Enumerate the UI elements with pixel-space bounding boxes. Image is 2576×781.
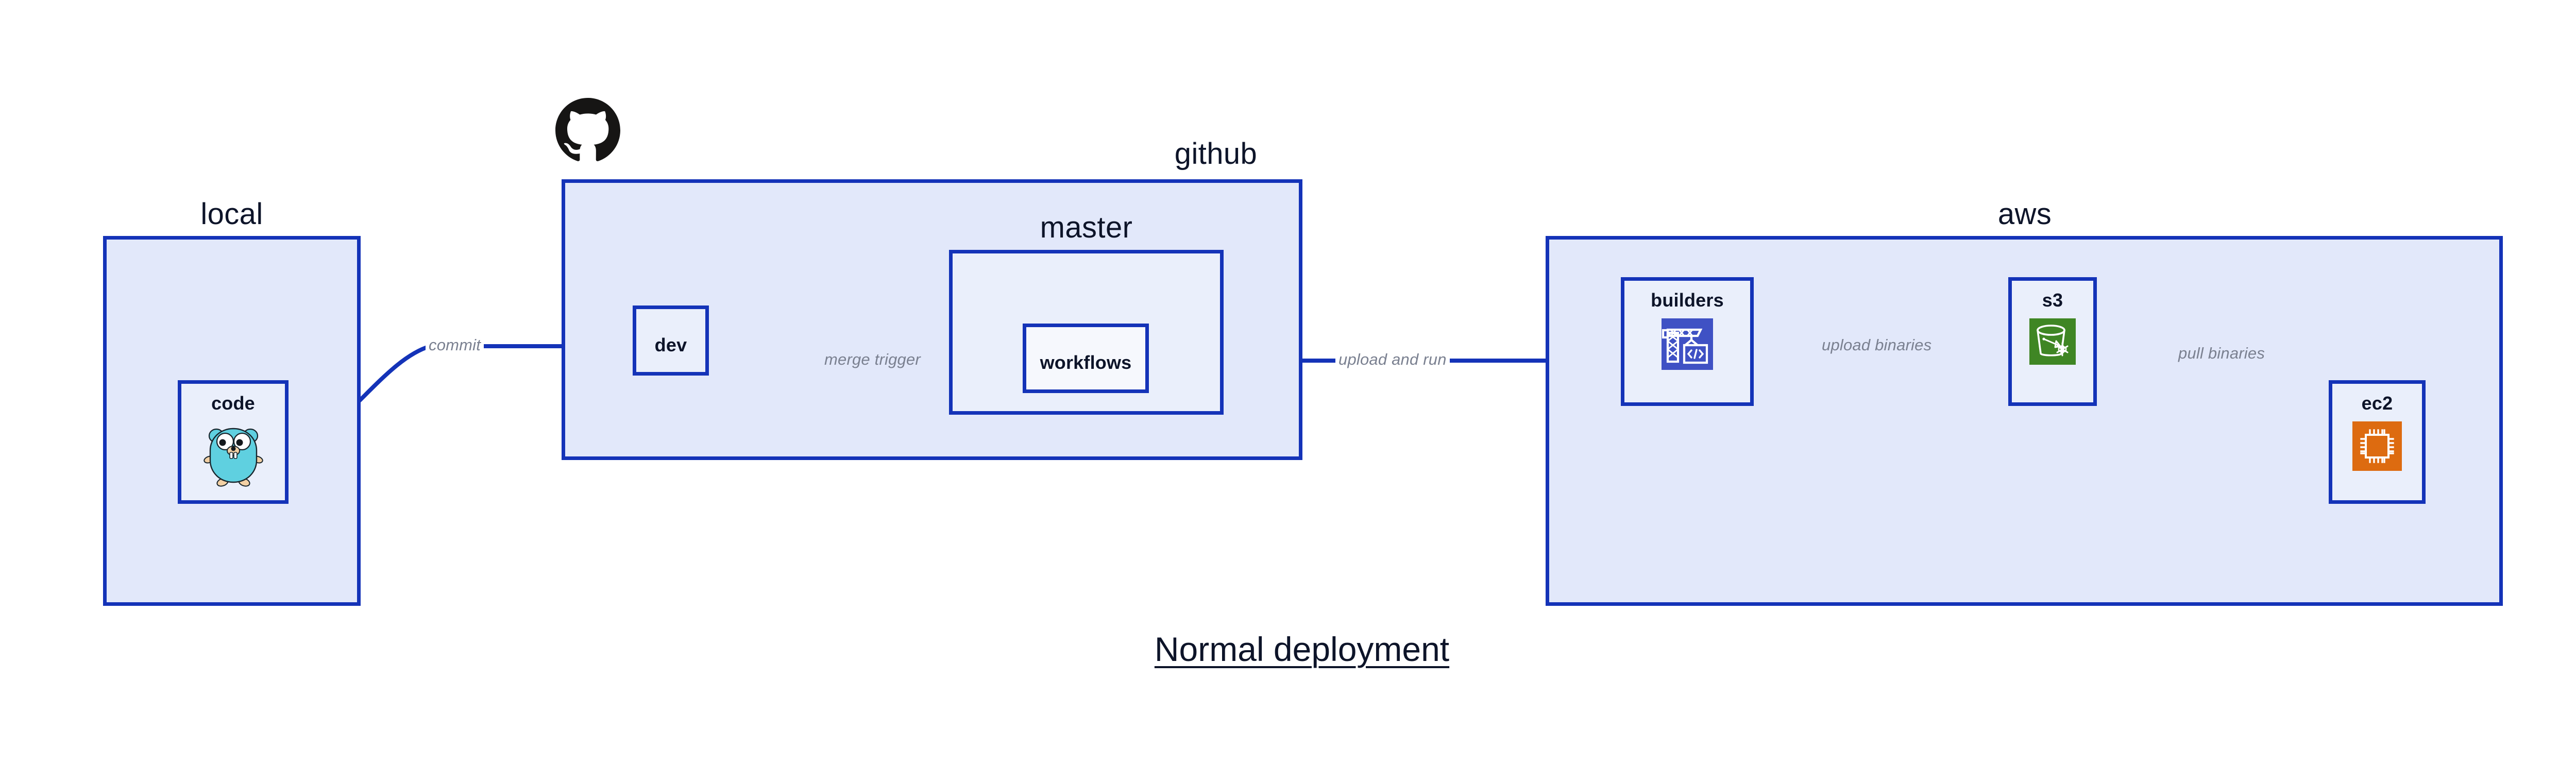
aws-s3-glacier-bucket-icon: [2029, 318, 2076, 365]
node-workflows-label: workflows: [1040, 352, 1132, 373]
node-code-label: code: [211, 393, 255, 414]
aws-ec2-chip-icon: [2352, 421, 2402, 471]
node-workflows[interactable]: workflows: [1023, 324, 1149, 393]
edge-upload-and-run-label: upload and run: [1335, 350, 1450, 369]
edge-merge-trigger-label: merge trigger: [821, 350, 924, 369]
node-dev[interactable]: dev: [633, 305, 709, 376]
group-aws-label: aws: [1997, 197, 2052, 231]
node-ec2-label: ec2: [2361, 393, 2393, 414]
node-code[interactable]: code: [178, 380, 289, 504]
node-dev-label: dev: [654, 334, 687, 355]
node-s3[interactable]: s3: [2008, 277, 2097, 406]
go-gopher-icon: [203, 421, 264, 487]
node-builders[interactable]: builders: [1621, 277, 1754, 406]
github-octocat-logo: [555, 98, 620, 163]
diagram-title: Normal deployment: [1154, 630, 1450, 668]
group-master-label: master: [1040, 211, 1133, 244]
node-ec2[interactable]: ec2: [2329, 380, 2426, 504]
group-github-label: github: [1174, 137, 1258, 171]
group-local-label: local: [200, 197, 263, 231]
edge-upload-binaries-label: upload binaries: [1819, 336, 1935, 354]
node-s3-label: s3: [2042, 290, 2063, 311]
edge-commit-label: commit: [426, 336, 484, 354]
aws-codebuild-icon: [1662, 318, 1713, 370]
edge-pull-binaries-label: pull binaries: [2175, 344, 2268, 363]
node-builders-label: builders: [1651, 290, 1724, 311]
